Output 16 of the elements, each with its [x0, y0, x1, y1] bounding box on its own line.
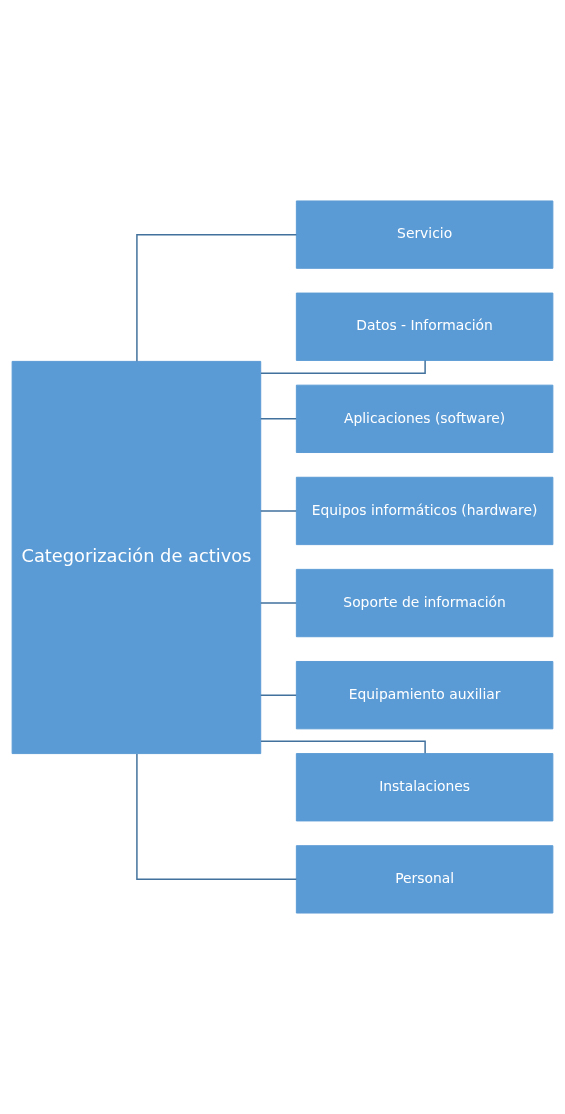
node-box: Categorización de activos: [11, 360, 262, 755]
node-box: Equipamiento auxiliar: [295, 661, 554, 730]
connector: [136, 753, 298, 881]
node-box: Instalaciones: [295, 753, 554, 822]
connector: [260, 359, 426, 375]
connector: [260, 602, 297, 604]
node-box: Soporte de información: [295, 568, 554, 638]
connector: [260, 694, 297, 696]
node-box: Datos - Información: [295, 292, 554, 361]
connector: [260, 418, 297, 420]
node-box: Equipos informáticos (hardware): [295, 476, 554, 546]
node-box: Servicio: [295, 200, 554, 269]
connector: [136, 233, 298, 363]
node-box: Personal: [295, 845, 554, 914]
node-box: Aplicaciones (software): [295, 384, 554, 453]
connector: [260, 510, 297, 512]
